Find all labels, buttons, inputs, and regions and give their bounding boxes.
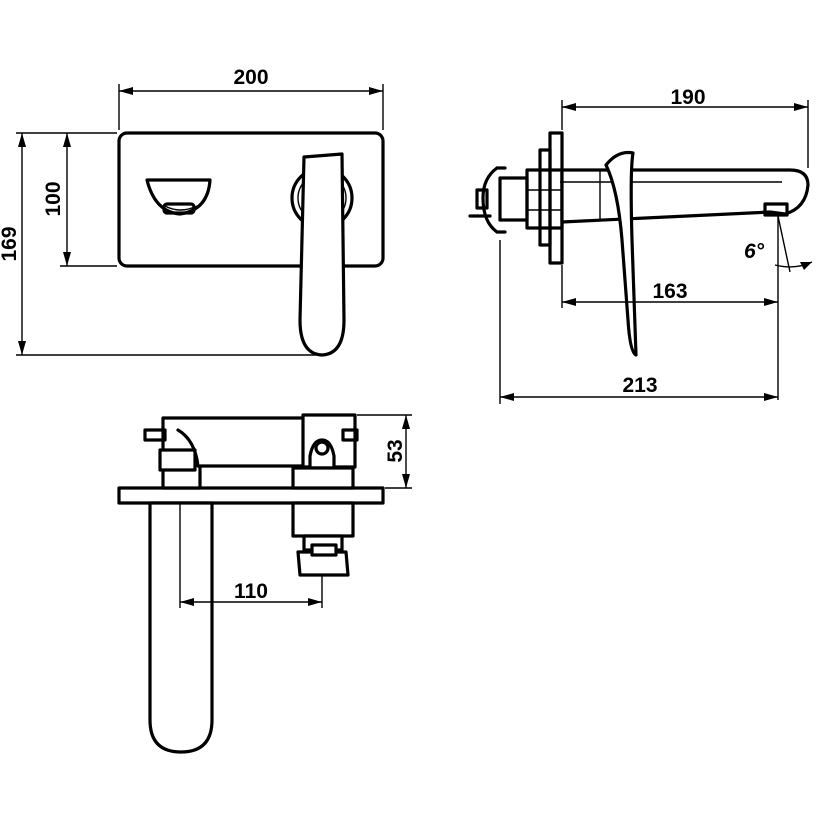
dim-front-total-height: 169 <box>0 226 21 261</box>
side-dimensions: 190 163 213 6° <box>499 86 813 404</box>
front-wall-plate <box>117 131 385 268</box>
dim-side-total-depth: 213 <box>622 374 657 397</box>
side-cross-handle <box>481 166 507 234</box>
dim-top-spout-projection: 110 <box>234 580 268 603</box>
front-view <box>117 131 385 357</box>
dim-spout-angle: 6° <box>744 240 765 263</box>
dim-side-plate-to-end: 190 <box>670 86 705 109</box>
top-view <box>117 413 385 754</box>
front-lever-handle <box>298 152 346 357</box>
dim-top-handle-height: 53 <box>384 439 407 462</box>
front-spout-outlet <box>145 178 212 216</box>
dim-front-width: 200 <box>233 66 268 89</box>
front-dimensions: 200 100 169 <box>0 66 384 356</box>
dim-side-to-outlet: 163 <box>652 280 687 303</box>
side-lever-blade <box>604 150 638 357</box>
side-valve-body <box>525 168 564 230</box>
top-cartridge <box>291 466 355 490</box>
top-spout <box>148 501 214 754</box>
side-view <box>468 131 810 357</box>
side-wall-plate <box>548 131 564 265</box>
top-wall-plate <box>117 486 385 505</box>
dim-front-plate-height: 100 <box>42 181 65 216</box>
top-dimensions: 110 53 <box>179 414 412 608</box>
